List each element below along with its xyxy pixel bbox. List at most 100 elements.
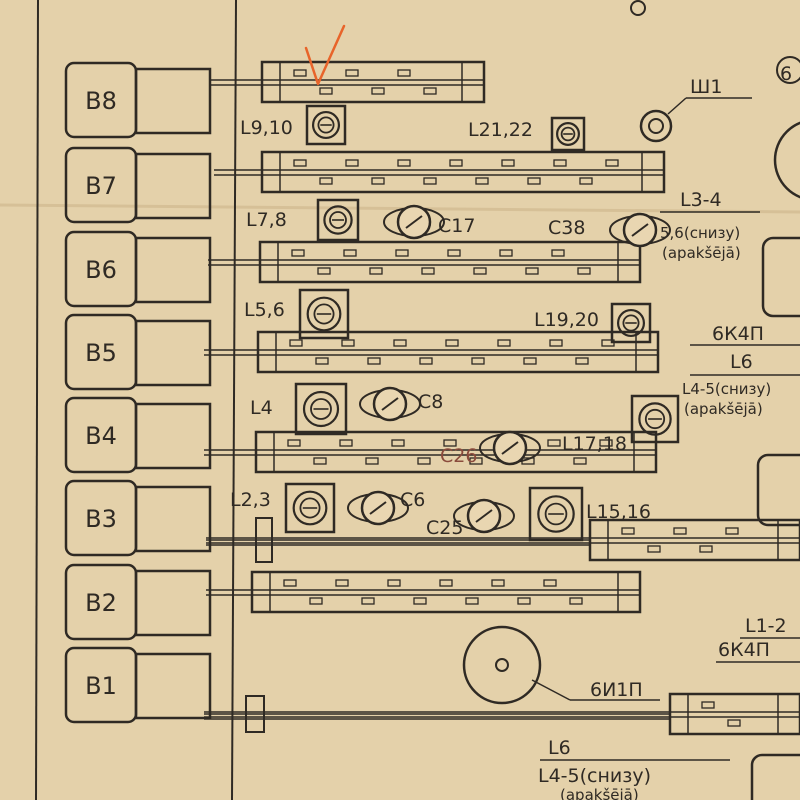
label-l5-6-below-lv: (apakšējā) (662, 244, 741, 262)
capacitor-c26: C26 (440, 430, 541, 467)
contact-pad (361, 597, 375, 605)
tube-socket-edge-top (773, 121, 800, 199)
wafer-outline (254, 430, 658, 474)
capacitor-slot (475, 509, 493, 523)
contact-pad (397, 159, 411, 167)
label-l4-5-bottom: L4-5(снизу) (538, 765, 651, 787)
contact-pad (469, 457, 483, 465)
contact-pad (387, 579, 401, 587)
switch-b7: B7 (64, 146, 212, 224)
contact-pad (319, 177, 333, 185)
wafer-outline (250, 570, 642, 614)
coil-core (560, 126, 576, 142)
switch-body-box (134, 319, 212, 387)
wafer-board-4 (204, 330, 660, 374)
coil-frame (630, 394, 680, 444)
contact-pad (551, 249, 565, 257)
contact-pad (525, 267, 539, 275)
contact-pad (335, 579, 349, 587)
coil-label: L4 (250, 397, 273, 419)
coil-core (544, 502, 568, 526)
coil-label: L15,16 (586, 501, 651, 523)
wafer-outline (256, 330, 660, 374)
capacitor-label: C17 (438, 215, 475, 237)
switch-label: B7 (85, 172, 117, 200)
contact-pad (419, 357, 433, 365)
switch-body-box (134, 485, 212, 553)
contact-pad (289, 339, 303, 347)
contact-pad (501, 159, 515, 167)
contact-pad (605, 159, 619, 167)
capacitor-slot (405, 215, 423, 229)
frame-line-inner (231, 0, 237, 800)
contact-pad (341, 339, 355, 347)
label-b6-edge: 6 (780, 63, 792, 85)
switch-b5: B5 (64, 313, 212, 391)
contact-pad (423, 177, 437, 185)
contact-pad (421, 267, 435, 275)
contact-pad (517, 597, 531, 605)
switch-b2: B2 (64, 563, 212, 641)
label-tube-6i1p: 6И1П (590, 679, 643, 701)
leader-sh1 (667, 97, 687, 115)
label-l4-5-below: L4-5(снизу) (682, 380, 771, 398)
contact-pad (319, 87, 333, 95)
coil-l4: L4 (250, 382, 348, 436)
contact-pad (553, 159, 567, 167)
label-l4-5-below-lv: (apakšējā) (684, 400, 763, 418)
coil-frame (284, 482, 336, 534)
switch-body-box (134, 152, 212, 220)
contact-pad (371, 87, 385, 95)
wafer-outline (260, 150, 666, 194)
switch-label: B4 (85, 422, 117, 450)
contact-pad (283, 579, 297, 587)
label-sh1: Ш1 (690, 76, 722, 98)
contact-pad (673, 527, 687, 535)
paper-fold (0, 203, 800, 214)
contact-pad (397, 69, 411, 77)
coil-ring (556, 122, 580, 146)
capacitor-label: C8 (418, 391, 443, 413)
capacitor-label: C25 (426, 517, 463, 539)
capacitor-c8: C8 (359, 386, 443, 422)
coil-ring (323, 205, 353, 235)
switch-body-box (134, 652, 212, 720)
switch-wafers (204, 60, 800, 736)
contact-pad (573, 457, 587, 465)
contact-pad (449, 159, 463, 167)
coil-frame (528, 486, 584, 542)
coil-l2-3: L2,3 (230, 482, 336, 534)
coil-core (622, 314, 640, 332)
switch-b3: B3 (64, 479, 212, 557)
coil-label: L7,8 (246, 209, 287, 231)
coil-l21-22: L21,22 (468, 116, 586, 152)
contact-pad (569, 597, 583, 605)
coil-label: L2,3 (230, 489, 271, 511)
coil-ring (616, 308, 646, 338)
switch-b6: B6 (64, 230, 212, 308)
switch-b8: B8 (64, 61, 212, 139)
contact-pad (499, 249, 513, 257)
contact-pad (391, 439, 405, 447)
contact-pad (725, 527, 739, 535)
capacitor-slot (381, 397, 399, 411)
contact-pad (443, 439, 457, 447)
contact-pad (395, 249, 409, 257)
capacitor-slot (369, 501, 387, 515)
wafer-outline (260, 60, 486, 104)
block-edge-mid (761, 236, 800, 318)
coil-label: L17,18 (562, 433, 627, 455)
coil-frame (305, 104, 347, 146)
contact-pad (309, 597, 323, 605)
wafer-outline (258, 240, 642, 284)
coil-ring (537, 495, 575, 533)
coil-frame (316, 198, 360, 242)
coil-core (310, 398, 332, 420)
coil-core (317, 116, 335, 134)
contact-pad (647, 545, 661, 553)
coil-label: L21,22 (468, 119, 533, 141)
switch-label: B6 (85, 256, 117, 284)
coil-frame (550, 116, 586, 152)
